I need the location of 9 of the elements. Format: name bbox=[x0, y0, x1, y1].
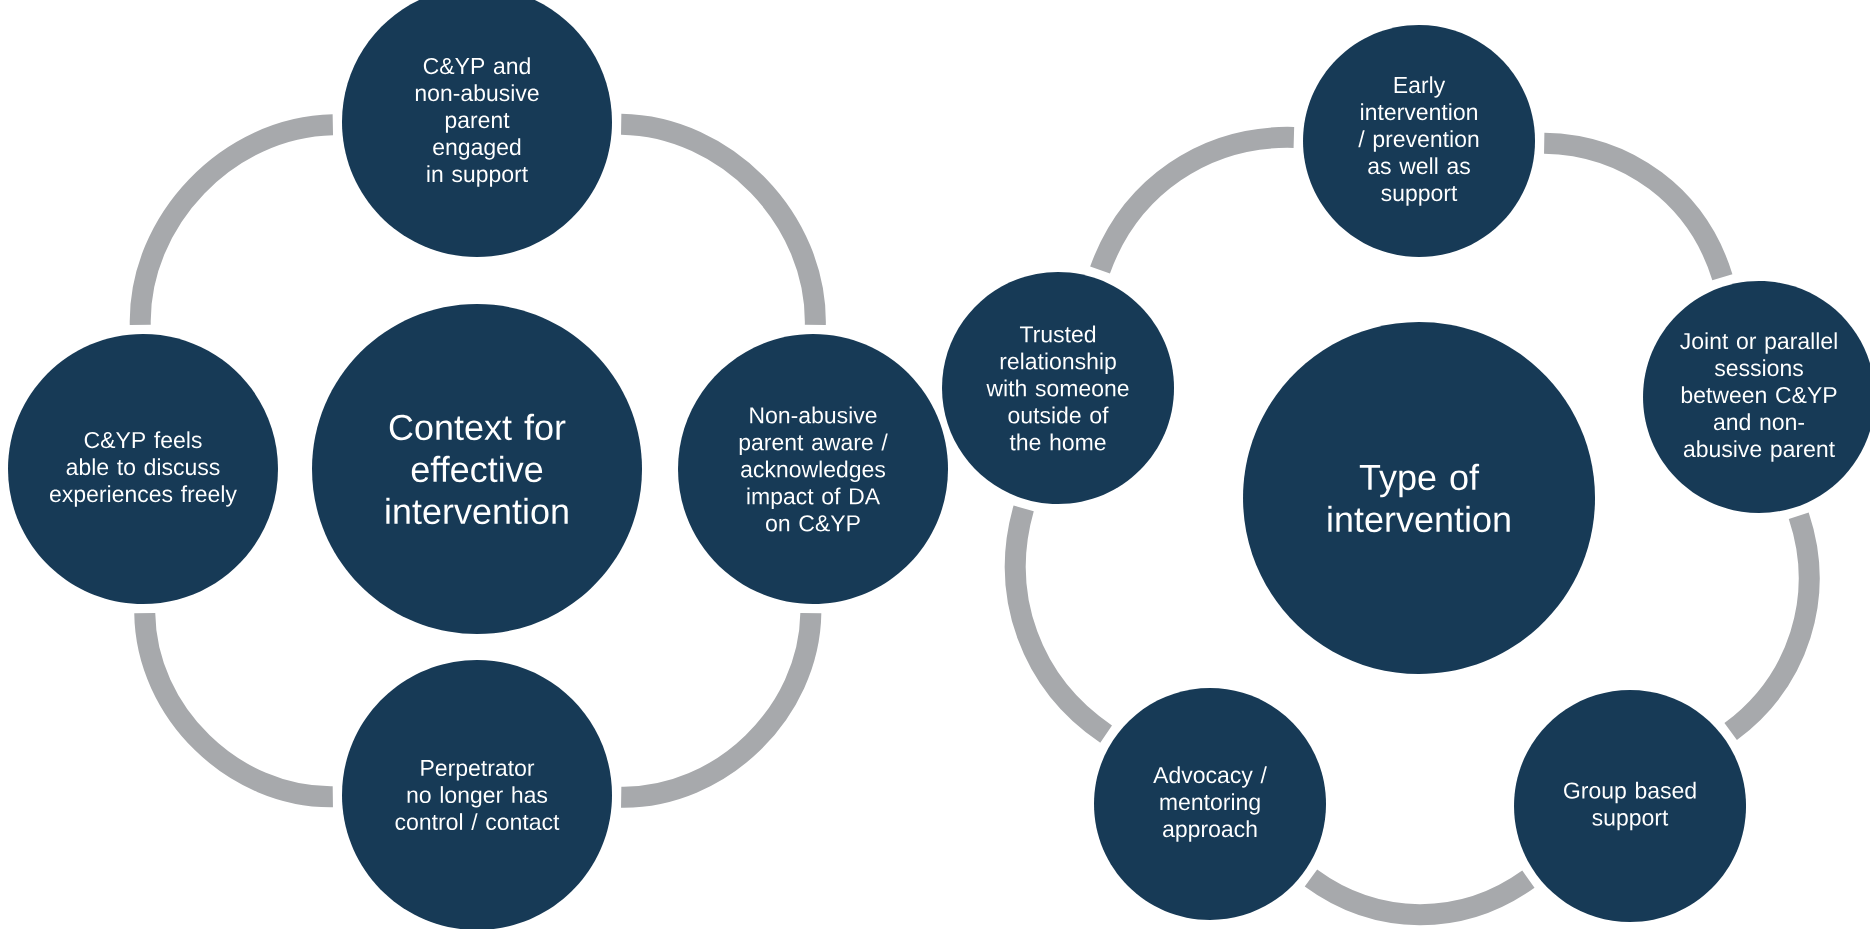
ring-arc bbox=[129, 114, 334, 326]
ring-arc bbox=[620, 113, 826, 326]
ring-arc bbox=[1005, 506, 1113, 743]
ring-arc bbox=[620, 612, 822, 808]
ring-arc bbox=[1090, 126, 1295, 275]
ring-arc bbox=[1305, 869, 1535, 926]
ring-arc bbox=[1543, 132, 1733, 281]
ring-arc bbox=[134, 612, 334, 808]
ring-arc bbox=[1724, 512, 1820, 740]
